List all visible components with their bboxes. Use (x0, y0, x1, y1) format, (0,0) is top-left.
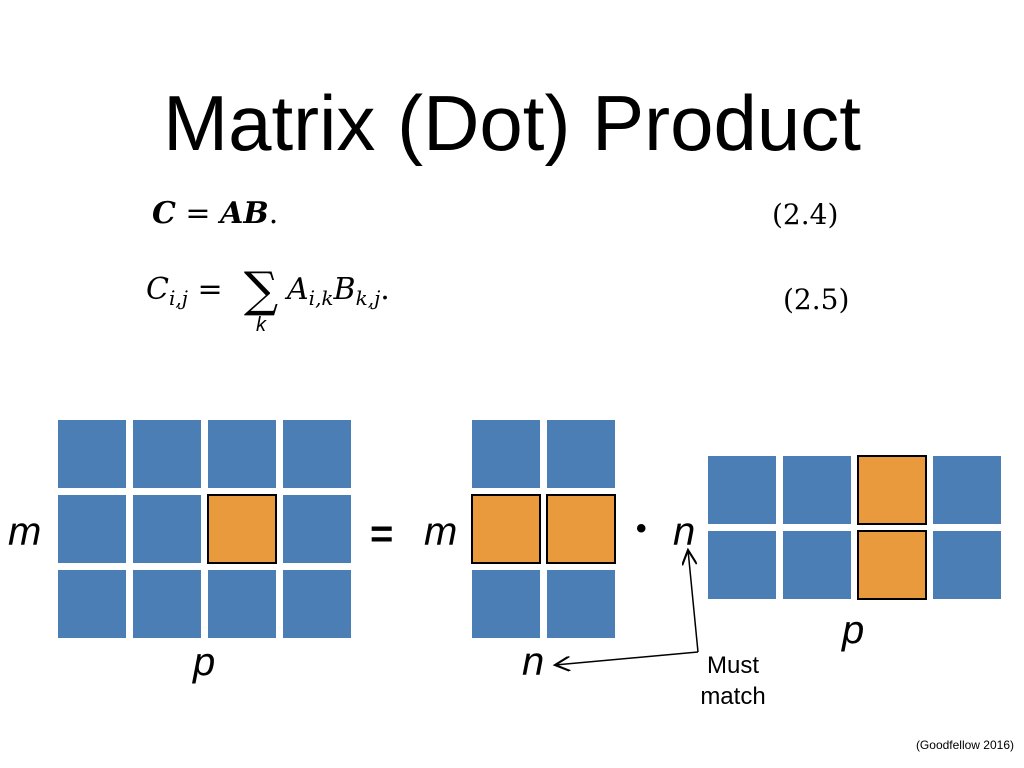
matrix-c-cell (283, 570, 351, 638)
matrix-a-cell (547, 570, 615, 638)
match-arrow-to-b-rows (688, 550, 699, 653)
equation-2-5: Ci,j = (146, 272, 223, 310)
summation: ∑ k (243, 266, 279, 337)
eq1-rhs: AB (220, 196, 269, 231)
matrix-c-cell (58, 495, 126, 563)
matrix-a-rows-label: m (424, 510, 458, 554)
matrix-c-cell (58, 570, 126, 638)
equation-number-2-5: (2.5) (783, 283, 850, 316)
summation-index: k (256, 314, 266, 336)
matrix-b-rows-label: n (673, 510, 696, 554)
matrix-c-cell (208, 570, 276, 638)
equals-sign: = (370, 512, 394, 556)
must-match-note: Must match (690, 650, 776, 712)
matrix-b-cols-label: p (842, 608, 865, 652)
matrix-b-cell (933, 531, 1001, 599)
matrix-c-cell (283, 420, 351, 488)
dot-operator: • (636, 512, 647, 545)
equation-2-4: C = AB. (152, 196, 278, 231)
matrix-b-cell (783, 456, 851, 524)
must-match-line2: match (700, 683, 766, 710)
matrix-c-cols-label: p (193, 640, 216, 684)
matrix-a-cols-label: n (522, 640, 545, 684)
matrix-c-cell (208, 420, 276, 488)
eq1-lhs: C (152, 196, 176, 231)
matrix-c-rows-label: m (8, 510, 42, 554)
eq1-period: . (268, 196, 279, 231)
citation: (Goodfellow 2016) (915, 738, 1014, 752)
matrix-a-cell (472, 420, 540, 488)
matrix-c-cell (133, 570, 201, 638)
eq2-period: . (380, 272, 390, 307)
equation-2-5-rhs: Ai,kBk,j. (287, 272, 390, 310)
eq1-equals: = (175, 196, 221, 231)
matrix-b-cell-highlighted (857, 455, 927, 525)
matrix-c-cell-highlighted (207, 494, 277, 564)
matrix-b-cell (708, 456, 776, 524)
eq2-equals: = (187, 272, 223, 307)
slide-title: Matrix (Dot) Product (163, 79, 861, 167)
matrix-a (471, 420, 616, 638)
eq2-c: C (146, 272, 169, 307)
equation-number-2-4: (2.4) (772, 198, 839, 231)
matrix-a-cell-highlighted (471, 494, 541, 564)
matrix-c-cell (133, 420, 201, 488)
matrix-a-cell-highlighted (546, 494, 616, 564)
matrix-b-cell (933, 456, 1001, 524)
matrix-b-cell (708, 531, 776, 599)
matrix-c-cell (283, 495, 351, 563)
matrix-a-cell (547, 420, 615, 488)
matrix-b-cell-highlighted (857, 530, 927, 600)
matrix-c-cell (58, 420, 126, 488)
eq2-a: A (287, 272, 309, 307)
must-match-line1: Must (706, 652, 759, 679)
matrix-c-cell (133, 495, 201, 563)
matrix-b-cell (783, 531, 851, 599)
eq2-b: B (333, 272, 356, 307)
match-arrow-to-a-cols (555, 651, 699, 665)
matrix-b (708, 455, 1001, 600)
summation-symbol: ∑ (243, 262, 279, 318)
matrix-a-cell (472, 570, 540, 638)
eq2-a-subscript: i,k (308, 286, 334, 310)
matrix-c (58, 420, 351, 638)
eq2-b-subscript: k,j (355, 286, 381, 310)
eq2-c-subscript: i,j (168, 286, 188, 310)
